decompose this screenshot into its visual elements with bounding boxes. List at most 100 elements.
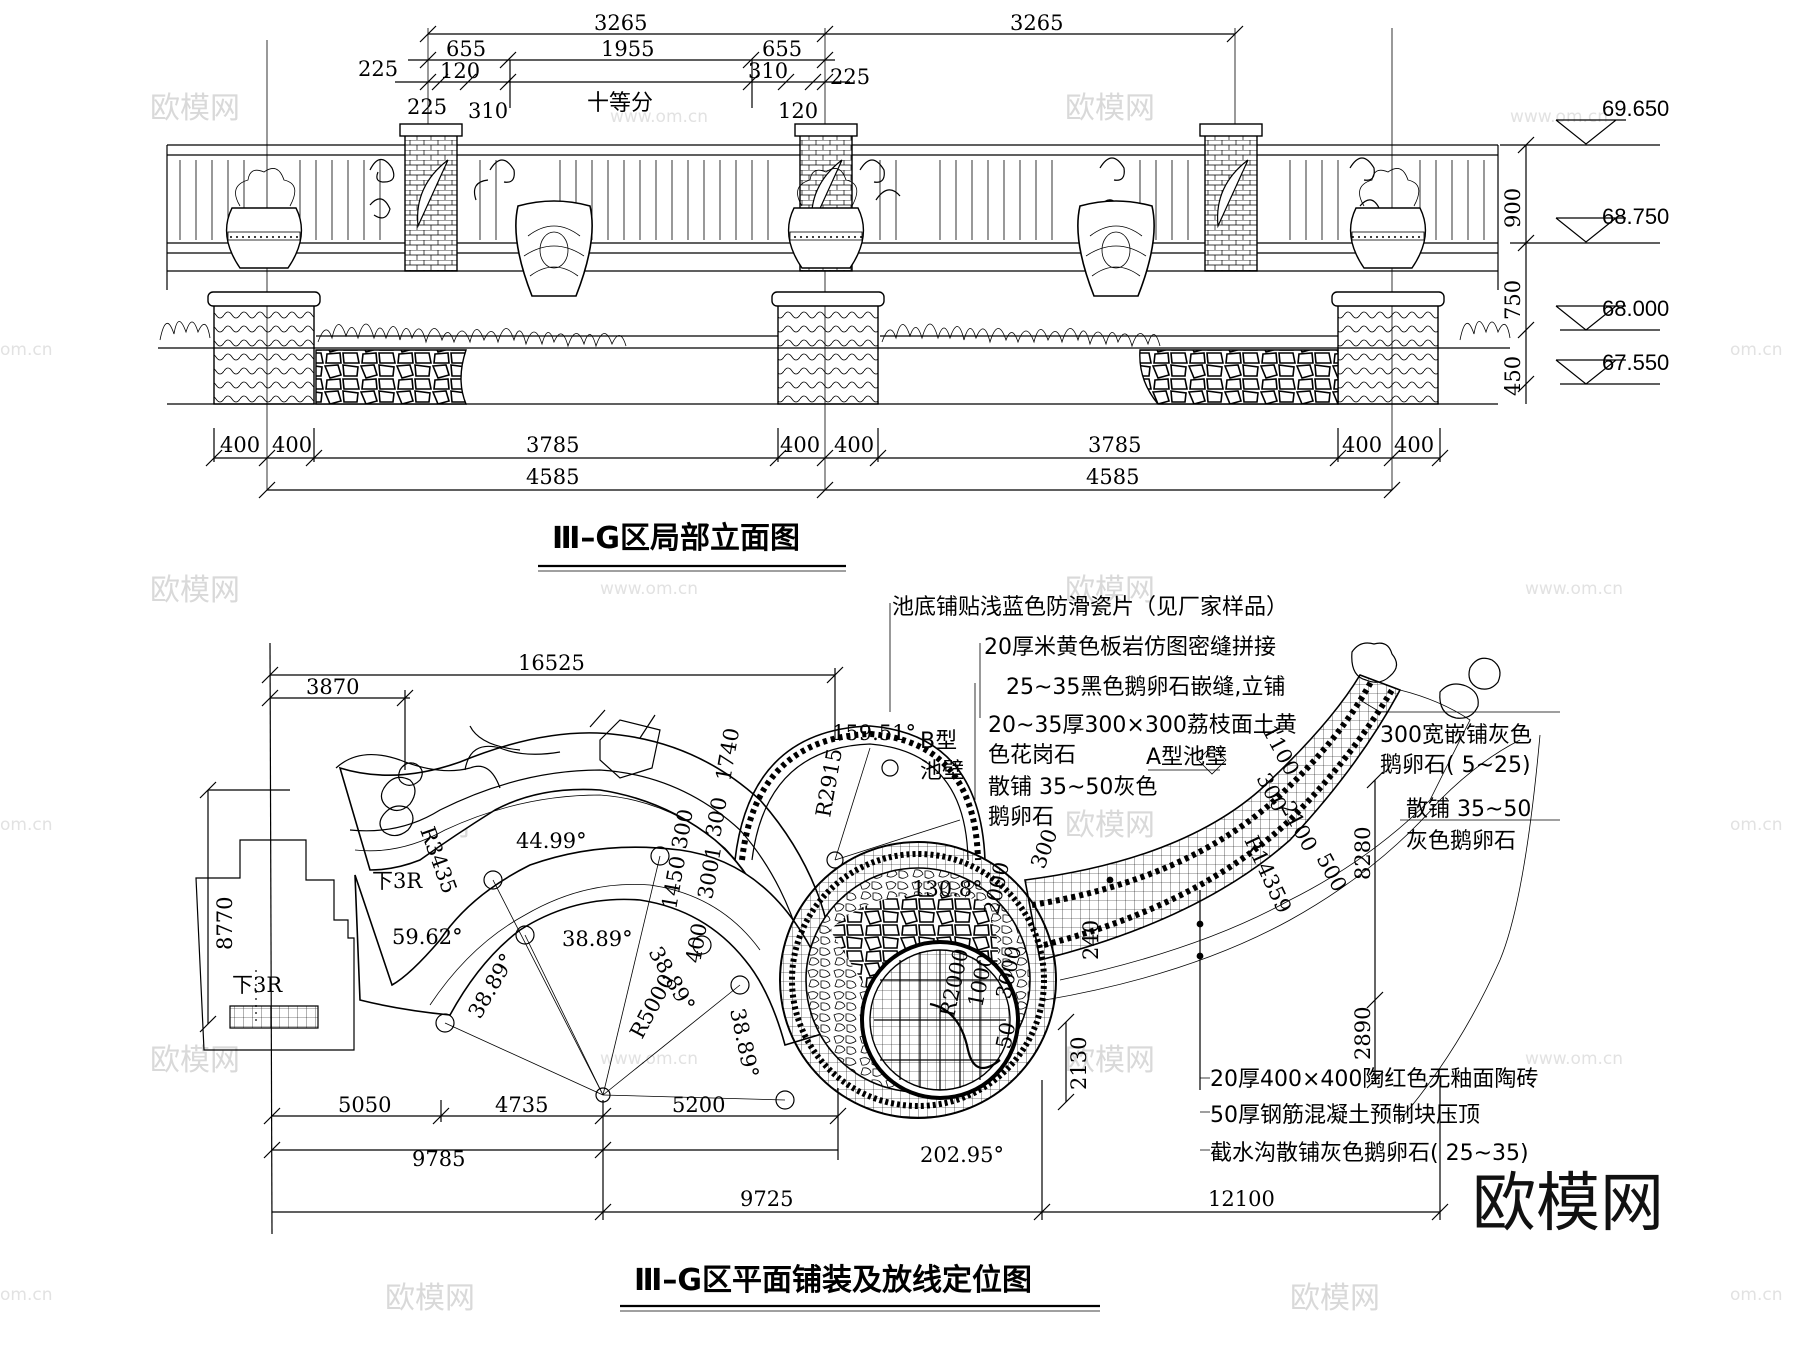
watermark-url: www.om.cn bbox=[1525, 579, 1623, 599]
dim-text: 655 bbox=[762, 37, 802, 61]
callout-text: 散铺 35~50 bbox=[1406, 797, 1531, 822]
callout-text: 鹅卵石( 5~25) bbox=[1380, 753, 1531, 778]
callout-text: 池底铺贴浅蓝色防滑瓷片（见厂家样品） bbox=[892, 595, 1288, 620]
angle-label: 202.95° bbox=[920, 1143, 1004, 1167]
dim-text: 400 bbox=[1342, 433, 1382, 457]
dim-text: 400 bbox=[220, 433, 260, 457]
watermark-mark: 欧模网 bbox=[150, 1043, 240, 1078]
callout-text: 20~35厚300×300荔枝面土黄 bbox=[988, 713, 1297, 738]
b-wall-label: 池壁 bbox=[920, 759, 964, 784]
watermark-edge: om.cn bbox=[1730, 1285, 1783, 1305]
watermark-edge: om.cn bbox=[0, 1285, 53, 1305]
radius-label: R5000 bbox=[625, 970, 679, 1042]
dim-text: 3265 bbox=[594, 11, 647, 35]
dim-text: 400 bbox=[834, 433, 874, 457]
angle-label: 44.99° bbox=[516, 829, 587, 853]
callout-text: 灰色鹅卵石 bbox=[1406, 829, 1516, 854]
dim-text: 9785 bbox=[412, 1147, 465, 1171]
elevation-level: 68.750 bbox=[1602, 204, 1669, 229]
divide-note: 十等分 bbox=[587, 91, 653, 116]
dim-text: 900 bbox=[1501, 188, 1525, 228]
radius-label: R14359 bbox=[1239, 832, 1296, 917]
pillar-pedestal bbox=[771, 291, 885, 405]
dim-text: 310 bbox=[748, 59, 788, 83]
dim-text: 310 bbox=[468, 99, 508, 123]
dim-text: 225 bbox=[830, 65, 870, 89]
watermark-mark: 欧模网 bbox=[150, 91, 240, 126]
dim-text: 8770 bbox=[213, 897, 237, 950]
elevation-level: 67.550 bbox=[1602, 350, 1669, 375]
elevation-title: Ⅲ–G区局部立面图 bbox=[552, 521, 800, 556]
dim-text: 120 bbox=[440, 59, 480, 83]
callout-text: 鹅卵石 bbox=[988, 805, 1054, 830]
a-wall-label: A型池壁 bbox=[1146, 745, 1227, 770]
boulder-group bbox=[379, 642, 1501, 837]
dim-text: 4735 bbox=[495, 1093, 548, 1117]
down-note: 下3R bbox=[232, 973, 283, 997]
dim-text: 1955 bbox=[601, 37, 654, 61]
dim-text: 4585 bbox=[1086, 465, 1139, 489]
callout-text: 散铺 35~50灰色 bbox=[988, 775, 1157, 800]
angle-label: 130.8° bbox=[912, 877, 983, 901]
watermark-mark: 欧模网 bbox=[150, 573, 240, 608]
dim-text: 240 bbox=[1079, 920, 1103, 960]
dim-text: 400 bbox=[1394, 433, 1434, 457]
dim-text: 225 bbox=[358, 57, 398, 81]
dim-text: 2130 bbox=[1067, 1037, 1091, 1090]
dim-text: 9725 bbox=[740, 1187, 793, 1211]
dim-text: 500 bbox=[1312, 849, 1352, 896]
watermark-mark: 欧模网 bbox=[1065, 1043, 1155, 1078]
watermark-url: www.om.cn bbox=[1510, 107, 1608, 127]
watermark-url: www.om.cn bbox=[610, 107, 708, 127]
dim-text: 400 bbox=[272, 433, 312, 457]
callout-text: 300宽嵌铺灰色 bbox=[1380, 723, 1532, 748]
plan-drawing: 16525 3870 8770 下3R bbox=[195, 595, 1560, 1312]
brand-logo: 欧模网 bbox=[1472, 1167, 1664, 1241]
pillar-pedestal bbox=[1331, 291, 1445, 405]
dim-text: 5050 bbox=[338, 1093, 391, 1117]
dim-text: 655 bbox=[446, 37, 486, 61]
callout-text: 50厚钢筋混凝土预制块压顶 bbox=[1210, 1103, 1480, 1128]
dim-text: 3870 bbox=[306, 675, 359, 699]
watermark-edge: om.cn bbox=[1730, 815, 1783, 835]
elevation-level: 68.000 bbox=[1602, 296, 1669, 321]
flower-pot bbox=[225, 168, 303, 269]
dim-text: 300 bbox=[667, 807, 698, 851]
angle-label: 38.89° bbox=[725, 1006, 763, 1080]
dim-text: 225 bbox=[407, 95, 447, 119]
cobble-wall bbox=[315, 349, 468, 405]
callout-text: 20厚米黄色板岩仿图密缝拼接 bbox=[984, 635, 1276, 660]
decorative-vase bbox=[1077, 200, 1155, 297]
dim-text: 3785 bbox=[526, 433, 579, 457]
dim-text: 2890 bbox=[1351, 1007, 1375, 1060]
flower-pot bbox=[1349, 168, 1427, 269]
watermark-mark: 欧模网 bbox=[1290, 1281, 1380, 1316]
watermark-url: www.om.cn bbox=[600, 579, 698, 599]
dim-text: 1740 bbox=[711, 726, 744, 783]
a-wall-band bbox=[1024, 674, 1541, 1121]
plan-title: Ⅲ–G区平面铺装及放线定位图 bbox=[634, 1263, 1032, 1298]
down-note: 下3R bbox=[372, 869, 423, 893]
dim-text: 5200 bbox=[672, 1093, 725, 1117]
dim-text: 3785 bbox=[1088, 433, 1141, 457]
angle-label: 59.62° bbox=[392, 925, 463, 949]
water-feature bbox=[779, 841, 1057, 1119]
brick-pillar bbox=[1199, 123, 1263, 272]
angle-label: 159.51° bbox=[832, 721, 916, 745]
dim-text: 8280 bbox=[1351, 827, 1375, 880]
dim-text: 4585 bbox=[526, 465, 579, 489]
callout-text: 截水沟散铺灰色鹅卵石( 25~35) bbox=[1210, 1141, 1529, 1166]
watermark-mark: 欧模网 bbox=[1065, 573, 1155, 608]
callout-text: 20厚400×400陶红色无釉面陶砖 bbox=[1210, 1067, 1538, 1092]
watermark-edge: om.cn bbox=[1730, 340, 1783, 360]
dim-text: 12100 bbox=[1208, 1187, 1275, 1211]
b-wall-arch bbox=[734, 725, 986, 869]
watermark-mark: 欧模网 bbox=[1065, 91, 1155, 126]
angle-label: 38.89° bbox=[562, 927, 633, 951]
dim-text: 750 bbox=[1501, 280, 1525, 320]
elevation-drawing: 3265 3265 655 1955 655 225 120 310 225 2… bbox=[158, 11, 1669, 572]
dim-text: 120 bbox=[778, 99, 818, 123]
watermark-url: www.om.cn bbox=[1525, 1049, 1623, 1069]
watermark-edge: om.cn bbox=[0, 340, 53, 360]
